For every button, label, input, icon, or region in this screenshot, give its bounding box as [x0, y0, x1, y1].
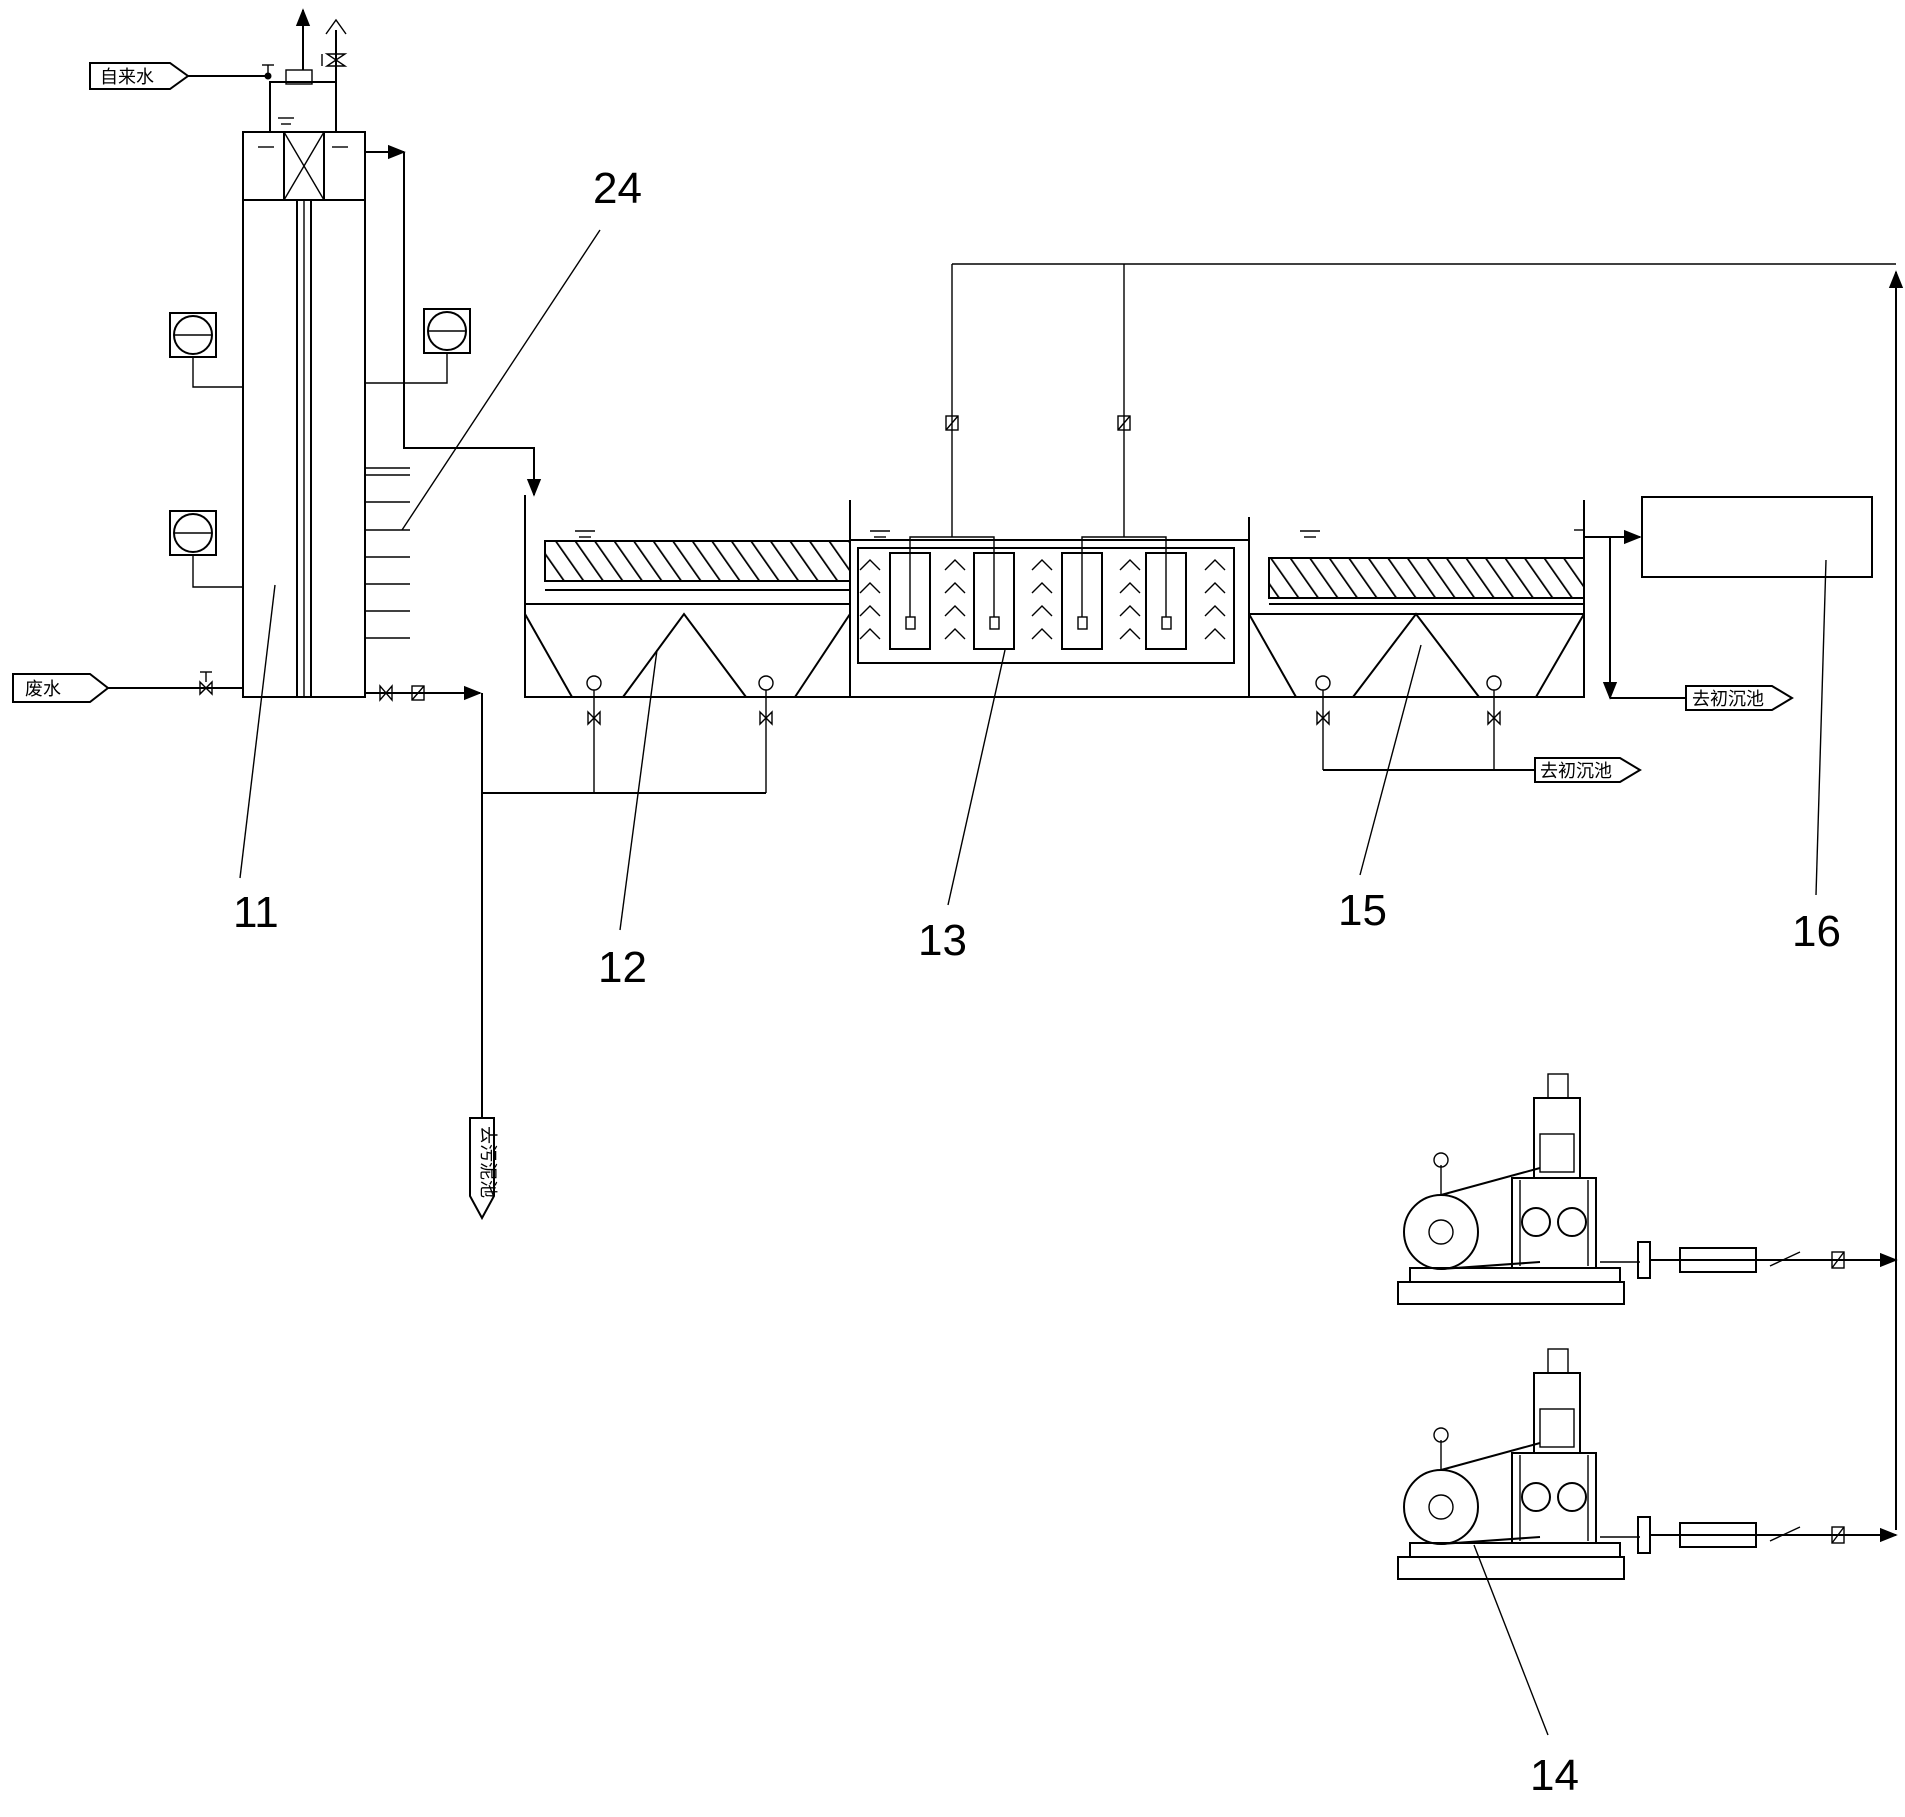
unit-16-box	[1641, 496, 1873, 578]
ref-number-24: 24	[593, 164, 642, 213]
sludge-line	[481, 693, 766, 1118]
tag-waste-water-label: 废水	[25, 679, 61, 700]
settling-tank-12	[524, 495, 851, 793]
tag-to-primary-a: 去初沉池	[1685, 685, 1794, 711]
bio-tank-13	[849, 270, 1250, 698]
tag-tap-water-label: 自来水	[100, 67, 154, 88]
drain-valve-icon	[1315, 675, 1331, 770]
ref-number-12: 12	[598, 943, 647, 992]
tag-waste-water: 废水	[12, 673, 110, 703]
drain-valve-icon	[758, 675, 774, 793]
tag-to-primary-b: 去初沉池	[1534, 757, 1642, 783]
gauge-icon	[169, 312, 243, 388]
blower-14-upper	[1397, 1073, 1898, 1305]
gauge-icon	[169, 510, 243, 588]
ref-number-15: 15	[1338, 886, 1387, 935]
ref-number-14: 14	[1530, 1751, 1579, 1800]
ref-number-11: 11	[233, 888, 279, 937]
drain-valve-icon	[586, 675, 602, 793]
tag-to-sludge: 去污泥池	[469, 1117, 498, 1221]
leader-lines	[239, 229, 1827, 1736]
ref-number-13: 13	[918, 916, 967, 965]
tag-to-primary-b-label: 去初沉池	[1540, 761, 1612, 782]
air-header	[951, 263, 1904, 1530]
tag-to-sludge-label: 去污泥池	[477, 1126, 498, 1198]
tag-tap-water: 自来水	[89, 62, 190, 90]
ref-number-16: 16	[1792, 907, 1841, 956]
gauge-icon	[365, 308, 471, 384]
clarifier-15	[1248, 500, 1686, 771]
sampling-valves-24	[365, 467, 410, 639]
tag-to-primary-a-label: 去初沉池	[1692, 689, 1764, 710]
drain-valve-icon	[1486, 675, 1502, 770]
reactor-11	[108, 8, 542, 702]
blower-14-lower	[1397, 1348, 1898, 1580]
